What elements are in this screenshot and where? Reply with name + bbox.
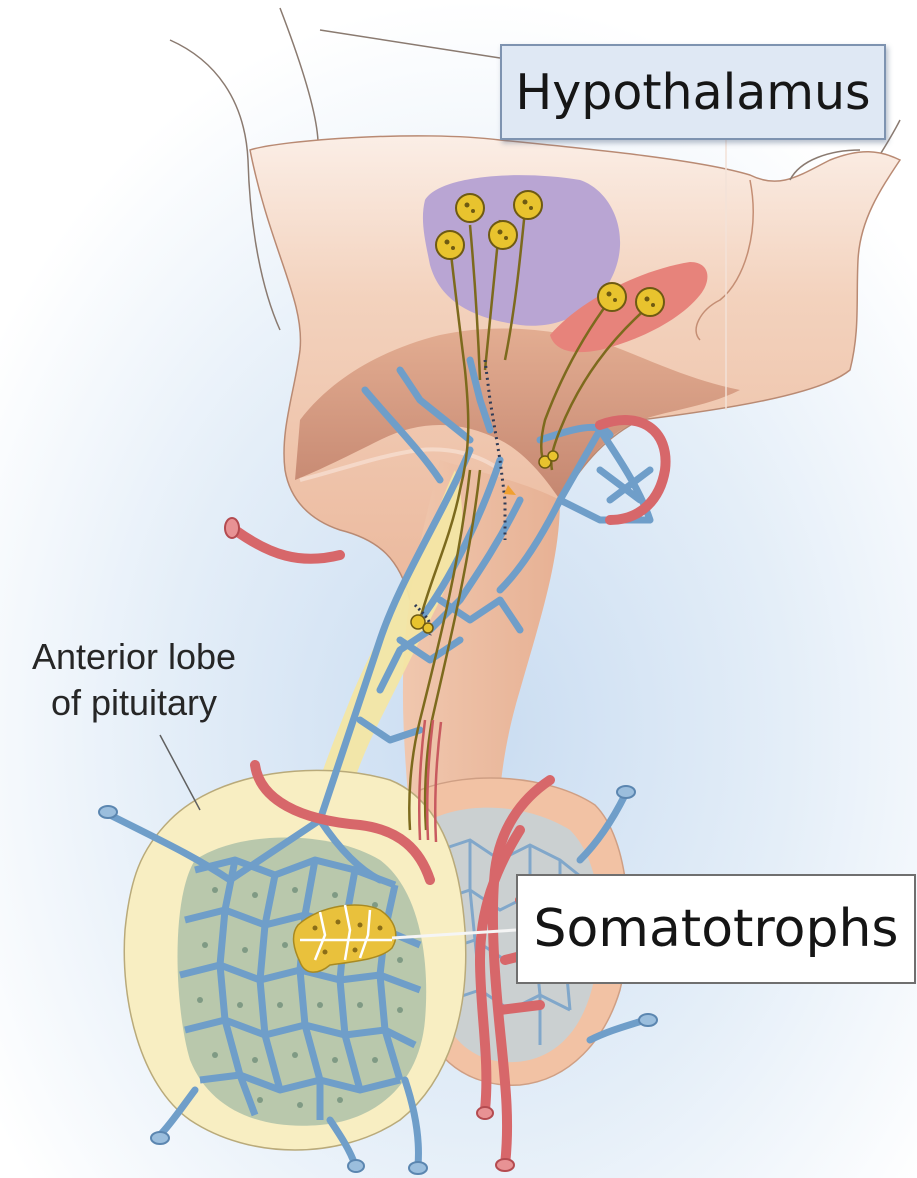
somatotrophs-label: Somatotrophs: [516, 874, 916, 984]
anterior-lobe-label: Anterior lobe of pituitary: [0, 634, 268, 726]
anterior-lobe-label-line2: of pituitary: [0, 680, 268, 726]
anterior-lobe-label-line1: Anterior lobe: [0, 634, 268, 680]
hypothalamus-label: Hypothalamus: [500, 44, 886, 140]
